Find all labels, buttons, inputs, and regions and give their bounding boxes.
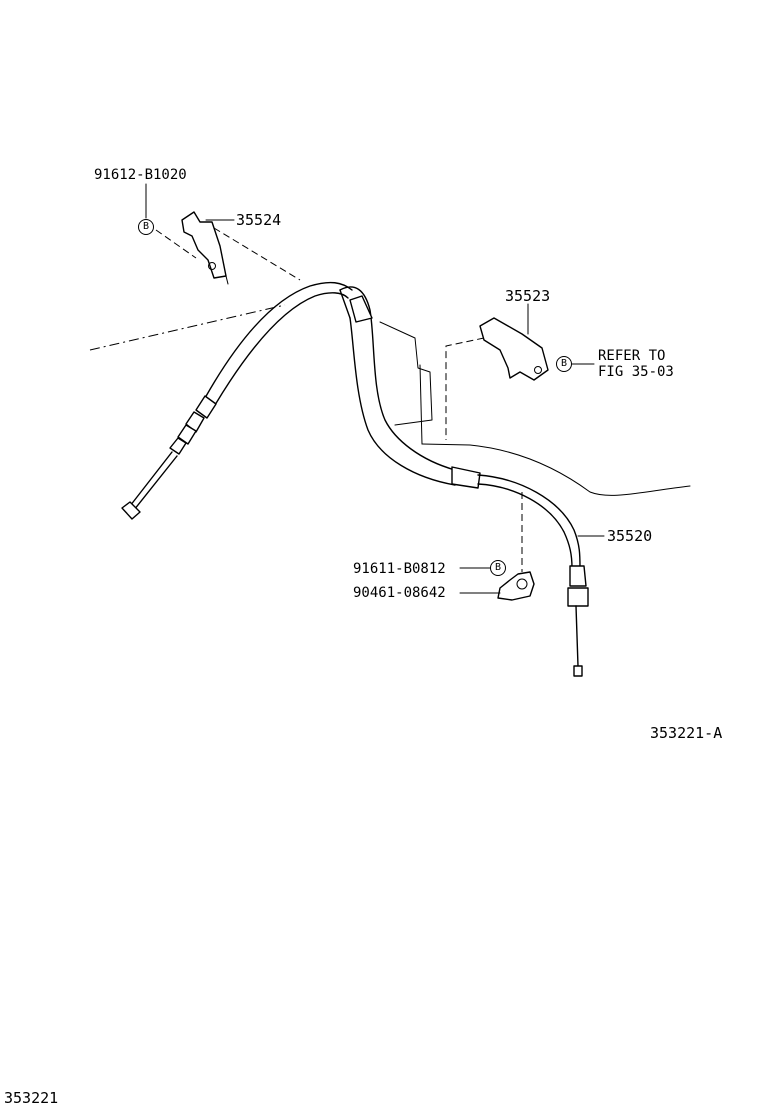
floor-outline-lower xyxy=(421,443,691,496)
bolt-marker-letter: B xyxy=(142,221,150,232)
bolt-marker-letter: B xyxy=(494,562,502,573)
label-bracket-top: 35524 xyxy=(236,211,282,229)
circle-b-icon: B xyxy=(490,560,506,576)
leader-bracket-right xyxy=(445,337,485,440)
floor-outline-vertical xyxy=(419,364,423,445)
bracket-35524-shape xyxy=(181,211,229,285)
label-clamp-bottom: 90461-08642 xyxy=(353,585,446,601)
floor-outline-line xyxy=(89,304,286,351)
circle-b-icon: B xyxy=(138,219,154,235)
label-refer-line1: REFER TO xyxy=(598,348,666,364)
page-id: 353221 xyxy=(4,1089,59,1107)
bracket-35523-shape xyxy=(479,317,549,381)
figure-id: 353221-A xyxy=(650,724,723,742)
cable-assembly xyxy=(121,281,589,677)
circle-b-icon: B xyxy=(556,356,572,372)
floor-outline-tunnel xyxy=(379,321,433,426)
leader-bolt-top xyxy=(155,229,197,259)
clamp-90461-shape xyxy=(497,571,535,601)
label-bolt-bottom: 91611-B0812 xyxy=(353,561,446,577)
label-bracket-right: 35523 xyxy=(505,287,551,305)
bolt-marker-letter: B xyxy=(560,358,568,369)
leader-bracket-top xyxy=(213,227,301,281)
label-cable: 35520 xyxy=(607,527,653,545)
label-refer-line2: FIG 35-03 xyxy=(598,364,674,380)
label-bolt-top: 91612-B1020 xyxy=(94,167,187,183)
